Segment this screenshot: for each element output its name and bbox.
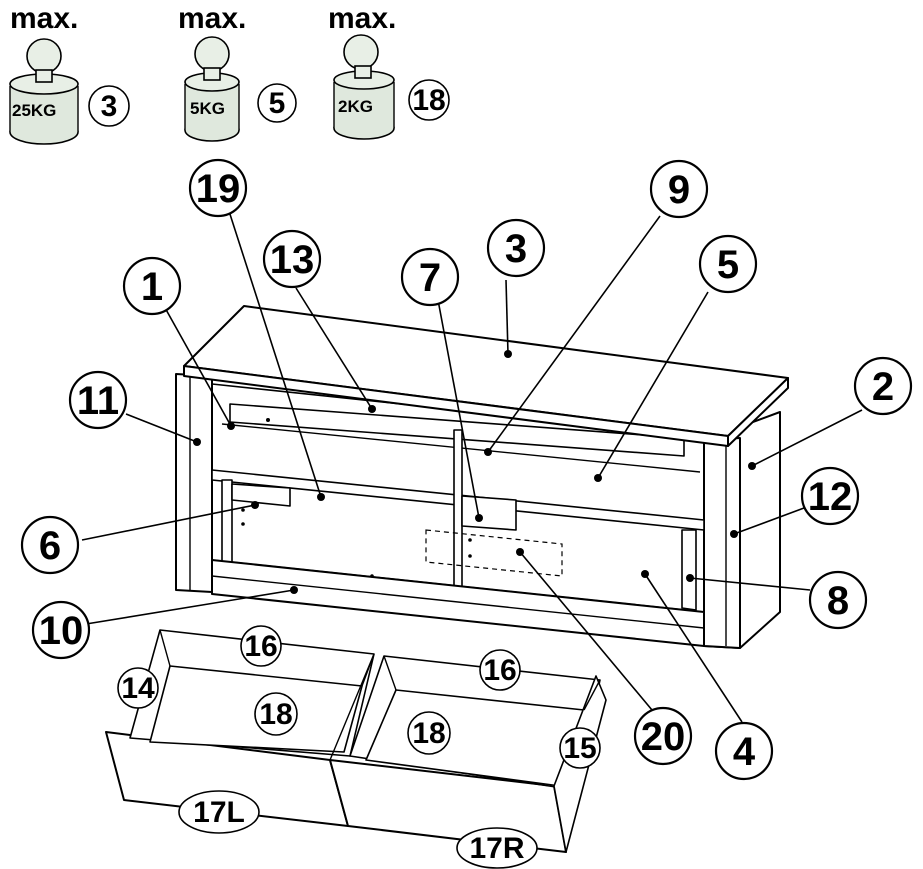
callout-number: 20	[641, 715, 686, 759]
callout-number: 12	[808, 475, 853, 519]
part-number: 14	[121, 672, 155, 705]
callout-4: 4	[714, 721, 774, 781]
max-label: max.	[10, 2, 78, 35]
callout-1: 1	[122, 256, 182, 316]
callout-6: 6	[20, 515, 80, 575]
callout-number: 4	[733, 730, 756, 774]
label-17r: 17R	[456, 827, 538, 869]
callout-9: 9	[649, 159, 709, 219]
callout-number: 8	[827, 579, 849, 623]
weight-limit-2kg: max. 2KG 18	[328, 2, 450, 140]
weight-knob-icon	[194, 36, 230, 72]
part-callout	[408, 79, 450, 121]
callout-10: 10	[31, 600, 91, 660]
callout-8: 8	[808, 570, 868, 630]
callout-number: 11	[77, 379, 119, 423]
label-16-left: 16	[240, 625, 282, 667]
callout-number: 3	[505, 227, 527, 271]
callout-7: 7	[400, 247, 460, 307]
weight-limit-5kg: max. 5KG 5	[178, 2, 297, 142]
left-bracket	[231, 483, 291, 507]
center-bracket	[461, 495, 517, 531]
callout-number: 19	[196, 167, 241, 211]
part-number: 17R	[469, 832, 524, 865]
top-panel-side-edge	[727, 377, 789, 447]
part-number: 16	[244, 630, 277, 663]
right-inner-post	[681, 529, 697, 611]
tv-cabinet	[175, 305, 789, 649]
label-17l: 17L	[178, 790, 260, 834]
part-number: 17L	[193, 796, 245, 829]
weight-knob-icon	[26, 38, 62, 74]
max-label: max.	[328, 2, 396, 35]
load-label: 5KG	[190, 99, 225, 118]
part-number: 18	[259, 698, 292, 731]
drawer-left	[105, 629, 375, 827]
callout-number: 5	[717, 243, 739, 287]
callout-12: 12	[800, 466, 860, 526]
callout-number: 10	[39, 609, 84, 653]
callout-number: 2	[872, 365, 894, 409]
max-label: max.	[178, 2, 246, 35]
part-callout	[257, 83, 297, 123]
callout-13: 13	[262, 229, 322, 289]
left-side-panel	[175, 373, 213, 593]
load-label: 2KG	[338, 97, 373, 116]
callout-11: 11	[68, 370, 128, 430]
weight-knob-icon	[343, 34, 379, 70]
label-18-left: 18	[254, 692, 298, 736]
part-number: 15	[563, 732, 596, 765]
callout-3: 3	[486, 218, 546, 278]
callout-number: 7	[419, 256, 441, 300]
part-callout	[88, 85, 130, 127]
callout-5: 5	[698, 234, 758, 294]
callout-2: 2	[853, 356, 913, 416]
callout-20: 20	[633, 706, 693, 766]
label-15: 15	[559, 727, 601, 769]
part-number: 18	[412, 84, 445, 117]
load-label: 25KG	[12, 101, 56, 120]
callout-number: 1	[141, 265, 163, 309]
callout-19: 19	[188, 158, 248, 218]
part-number: 3	[101, 90, 118, 123]
label-14: 14	[117, 667, 159, 709]
callout-number: 13	[270, 238, 315, 282]
weight-limit-25kg: max. 25KG 3	[9, 2, 130, 145]
part-number: 16	[483, 654, 516, 687]
callout-number: 9	[668, 168, 690, 212]
part-number: 18	[412, 717, 445, 750]
part-number: 5	[269, 87, 286, 120]
left-inner-post	[221, 479, 233, 565]
label-18-right: 18	[407, 711, 451, 755]
right-side-front-edge	[703, 437, 741, 649]
hidden-rail	[425, 529, 563, 577]
callout-number: 6	[39, 524, 61, 568]
label-16-right: 16	[479, 649, 521, 691]
leader-lines	[81, 207, 863, 723]
